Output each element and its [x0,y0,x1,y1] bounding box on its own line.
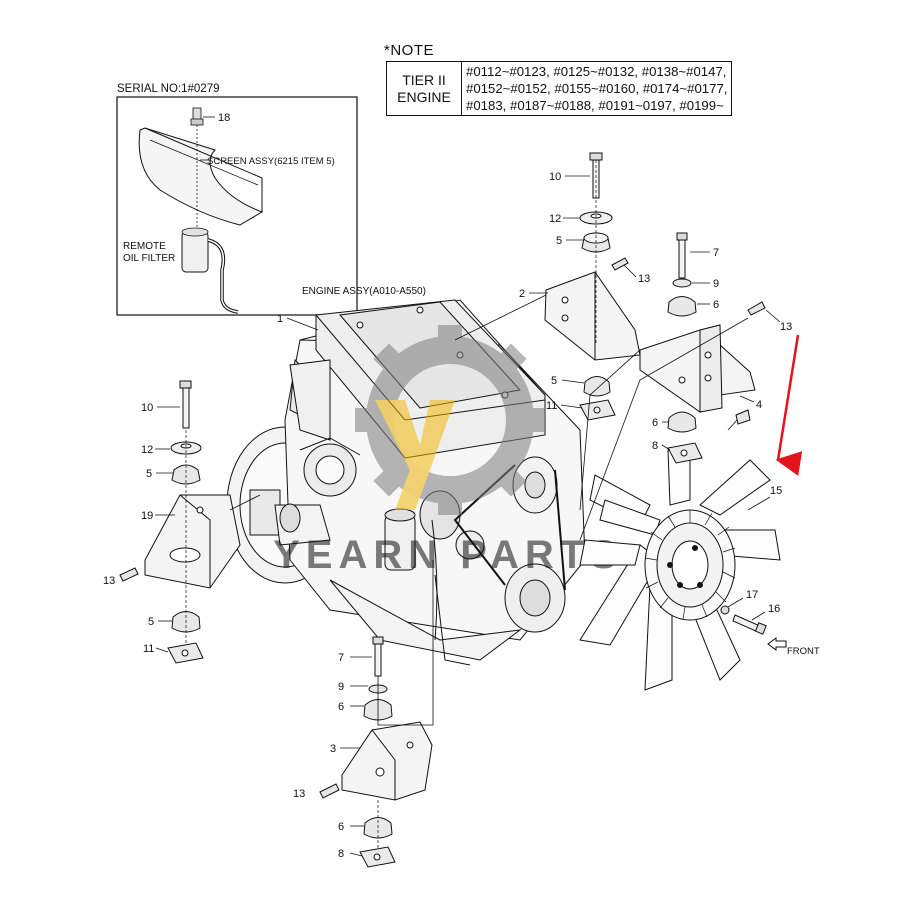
callout-6-right: 6 [713,299,719,311]
callout-9-bottom: 9 [338,681,344,693]
front-label: FRONT [787,646,820,657]
callout-12-left: 12 [141,444,153,456]
note-table: TIER II ENGINE #0112~#0123, #0125~#0132,… [386,61,733,116]
callout-17: 17 [746,589,758,601]
callout-10-top: 10 [549,171,561,183]
callout-5-mid: 5 [551,375,557,387]
callout-9-right: 9 [713,278,719,290]
mount-stack-top [544,152,641,421]
callout-5-left: 5 [146,468,152,480]
remote-label-1: REMOTE [123,241,166,252]
callout-4: 4 [756,399,762,411]
mount-stack-left [119,380,241,664]
watermark-text: YEARN PARTS [273,533,623,577]
callout-6b-right: 6 [652,417,658,429]
callout-5b-left: 5 [148,616,154,628]
mount-stack-right [639,232,766,464]
callout-18: 18 [218,112,230,124]
callout-10-left: 10 [141,402,153,414]
note-header-line-1: TIER II [402,71,446,88]
engine-assy-label: ENGINE ASSY(A010-A550) [302,286,426,297]
red-indicator-arrow [775,334,803,476]
mount-stack-bottom [319,636,433,868]
callout-13-left: 13 [103,575,115,587]
callout-7-bottom: 7 [338,652,344,664]
callout-13-bottom: 13 [293,788,305,800]
front-direction-arrow: FRONT [767,637,820,657]
callout-13-top: 13 [638,273,650,285]
remote-oil-filter-inset: SERIAL NO:1#0279 18 SCREEN ASSY(6215 ITE… [116,83,358,316]
note-header-line-2: ENGINE [397,88,451,105]
callout-3: 3 [330,743,336,755]
callout-8-right: 8 [652,440,658,452]
callout-19: 19 [141,510,153,522]
note-header: TIER II ENGINE [386,61,462,116]
callout-12-top: 12 [549,213,561,225]
callout-8-bottom: 8 [338,848,344,860]
remote-label-2: OIL FILTER [123,253,175,264]
callout-11-left: 11 [143,643,154,655]
callout-15: 15 [770,485,782,497]
note-serials: #0112~#0123, #0125~#0132, #0138~#0147, #… [460,61,733,116]
callout-2: 2 [519,288,525,300]
callout-16: 16 [768,603,780,615]
callout-7-right: 7 [713,247,719,259]
watermark-logo: YEARN PARTS [273,325,623,577]
callout-1: 1 [277,313,283,325]
note-serial-row: #0112~#0123, #0125~#0132, #0138~#0147, [466,64,727,79]
note-serial-row: #0183, #0187~#0188, #0191~0197, #0199~ [466,98,724,113]
callout-13-right: 13 [780,321,792,333]
note-title: *NOTE [384,42,435,59]
callout-6-bottom: 6 [338,701,344,713]
screen-assy-label: SCREEN ASSY(6215 ITEM 5) [207,156,335,167]
note-serial-row: #0152~#0152, #0155~#0160, #0174~#0177, [466,81,728,96]
cooling-fan [579,444,781,691]
callout-6b-bottom: 6 [338,821,344,833]
callout-11-mid: 11 [546,400,557,412]
fan-bolt-16 [720,605,767,635]
serial-label: SERIAL NO:1#0279 [117,83,220,95]
callout-5-top: 5 [556,235,562,247]
